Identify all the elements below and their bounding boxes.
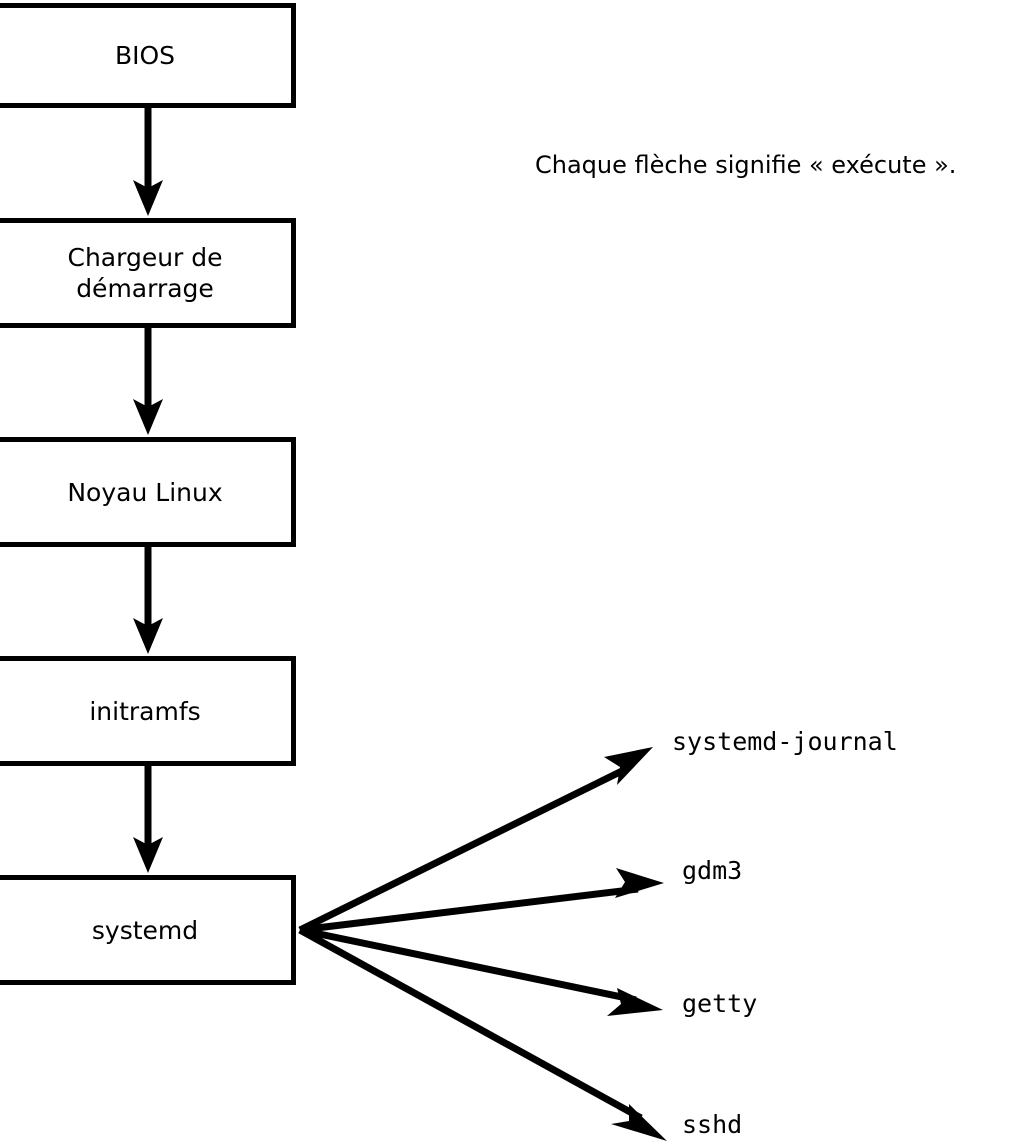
box-bootloader-label: Chargeur de démarrage (67, 243, 223, 303)
arrow-systemd-to-sshd (298, 926, 667, 1141)
service-label-sshd: sshd (682, 1110, 743, 1139)
arrow-bios-to-bootloader (133, 108, 163, 216)
box-initramfs-label: initramfs (89, 696, 201, 726)
box-bios-label: BIOS (114, 41, 176, 70)
arrow-systemd-to-gdm3 (299, 868, 664, 934)
service-label-gdm3: gdm3 (682, 856, 743, 885)
box-bios[interactable]: BIOS (0, 3, 296, 108)
arrow-systemd-to-getty (299, 926, 663, 1016)
box-kernel[interactable]: Noyau Linux (0, 437, 296, 547)
box-bootloader[interactable]: Chargeur de démarrage (0, 218, 296, 328)
service-label-systemd-journal: systemd-journal (672, 727, 898, 756)
arrow-kernel-to-initramfs (133, 547, 163, 654)
box-systemd-label: systemd (91, 915, 199, 945)
arrow-meaning-note: Chaque flèche signifie « exécute ». (535, 151, 957, 179)
arrow-systemd-to-systemd-journal (298, 747, 653, 934)
box-kernel-label: Noyau Linux (67, 477, 223, 507)
arrow-initramfs-to-systemd (133, 766, 163, 873)
box-systemd[interactable]: systemd (0, 875, 296, 985)
service-label-getty: getty (682, 989, 758, 1018)
arrow-bootloader-to-kernel (133, 328, 163, 435)
box-initramfs[interactable]: initramfs (0, 656, 296, 766)
